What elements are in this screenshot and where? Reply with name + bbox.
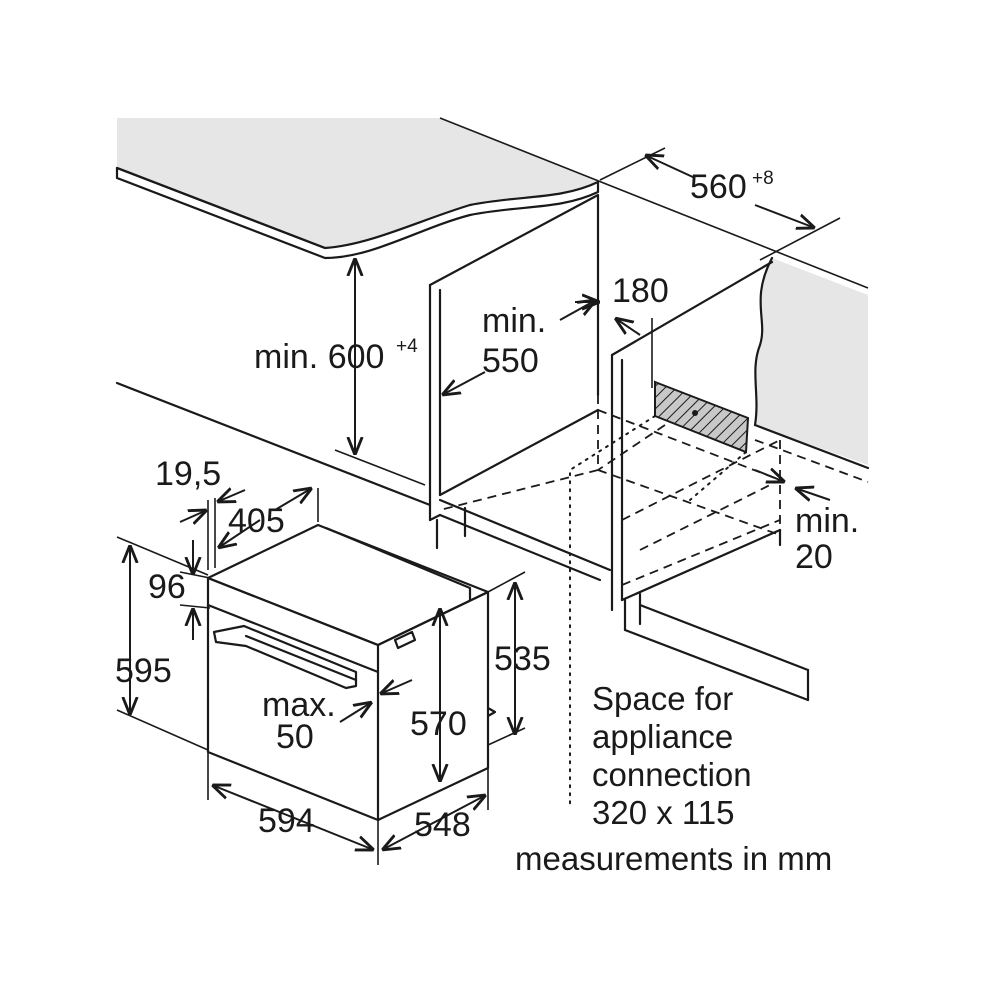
cabinet-width-tolerance: +8 — [752, 168, 774, 189]
cabinet-width-label: 560 — [690, 168, 747, 206]
hidden-volume — [439, 395, 781, 586]
bottom-gap-label-line2: 20 — [795, 538, 833, 576]
handle-label-line2: 50 — [276, 718, 314, 756]
dim-height-lines — [334, 258, 426, 486]
floor-line-right — [638, 603, 810, 672]
oven-height-label: 595 — [115, 652, 172, 690]
floor-line-left — [115, 381, 432, 507]
body-height-label: 535 — [494, 640, 551, 678]
oven-depth-label: 548 — [414, 806, 471, 844]
min-height-tolerance: +4 — [396, 336, 418, 357]
dim-oven-height-lines — [116, 536, 209, 751]
dim-rear-gap-lines — [575, 302, 653, 388]
connection-note-line3: connection — [592, 756, 752, 793]
connection-box — [569, 380, 750, 809]
dim-oven-width-lines — [207, 752, 379, 865]
countertop-back-edge — [439, 117, 869, 289]
oven — [206, 523, 497, 822]
oven-width-label: 594 — [258, 802, 315, 840]
dim-front-lines — [179, 488, 319, 570]
panel-depth-label: 405 — [228, 502, 285, 540]
handle-label-line1: max. — [262, 686, 336, 724]
rear-gap-label: 180 — [612, 272, 669, 310]
cabinet — [428, 193, 810, 702]
dim-bottom-gap-lines — [754, 470, 831, 500]
connection-note-line2: appliance — [592, 718, 733, 755]
connection-note-line1: Space for — [592, 680, 733, 717]
front-offset-label: 19,5 — [155, 455, 221, 493]
min-depth-label-line1: min. — [482, 302, 546, 340]
min-height-label: min. 600 — [254, 338, 384, 376]
bottom-gap-label-line1: min. — [795, 502, 859, 540]
dim-body-height-lines — [487, 571, 526, 746]
min-depth-label-line2: 550 — [482, 342, 539, 380]
connection-note-line4: 320 x 115 — [592, 794, 735, 831]
dim-cabinet-width-lines — [599, 147, 841, 261]
inner-height-label: 570 — [410, 705, 467, 743]
dim-handle-lines — [339, 679, 413, 723]
countertop — [115, 118, 600, 260]
dim-oven-depth-lines — [382, 768, 488, 850]
side-wall — [753, 256, 870, 483]
control-panel-height-label: 96 — [148, 568, 186, 606]
units-note: measurements in mm — [515, 840, 832, 877]
